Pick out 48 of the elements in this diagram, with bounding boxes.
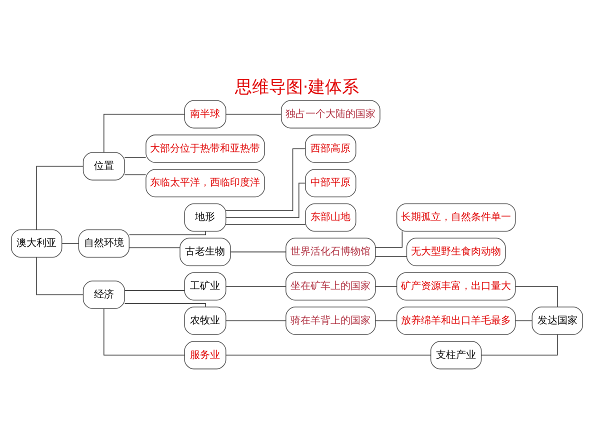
node-box: 西部高原 bbox=[305, 134, 356, 162]
connector bbox=[124, 156, 146, 158]
node-box: 位置 bbox=[82, 152, 125, 180]
node-box: 世界活化石博物馆 bbox=[286, 237, 376, 266]
connector bbox=[515, 285, 558, 307]
node-box: 支柱产业 bbox=[430, 340, 482, 369]
node-box: 工矿业 bbox=[184, 272, 226, 300]
connector bbox=[226, 354, 432, 356]
node-box: 服务业 bbox=[184, 340, 226, 369]
node-box: 经济 bbox=[82, 280, 125, 308]
node-box: 农牧业 bbox=[184, 306, 226, 334]
node-box: 南半球 bbox=[184, 100, 226, 128]
connector bbox=[375, 285, 397, 286]
connector bbox=[36, 165, 84, 230]
connector bbox=[480, 334, 558, 356]
connector bbox=[36, 256, 84, 295]
connector bbox=[226, 113, 282, 114]
connector bbox=[226, 285, 286, 286]
connector bbox=[230, 251, 286, 252]
node-box: 自然环境 bbox=[78, 228, 130, 258]
node-box: 澳大利亚 bbox=[11, 228, 62, 258]
connector bbox=[104, 308, 185, 356]
connector bbox=[515, 320, 532, 321]
connector bbox=[61, 242, 79, 244]
node-box: 古老生物 bbox=[180, 237, 231, 266]
connector bbox=[124, 174, 146, 175]
connector bbox=[128, 246, 180, 248]
node-box: 地形 bbox=[184, 202, 226, 232]
node-box: 矿产资源丰富，出口量大 bbox=[396, 272, 516, 300]
node-box: 骑在羊背上的国家 bbox=[286, 306, 376, 334]
node-box: 发达国家 bbox=[532, 306, 583, 334]
node-box: 独占一个大陆的国家 bbox=[280, 100, 380, 128]
connector bbox=[375, 320, 397, 321]
connector bbox=[128, 230, 206, 235]
connector bbox=[226, 320, 286, 321]
node-box: 中部平原 bbox=[305, 168, 356, 197]
connector bbox=[124, 302, 206, 307]
diagram-title: 思维导图·建体系 bbox=[234, 76, 360, 96]
node-box: 长期孤立，自然条件单一 bbox=[396, 202, 516, 232]
connector bbox=[104, 113, 185, 152]
node-box: 无大型野生食肉动物 bbox=[406, 237, 506, 266]
node-box: 东临太平洋，西临印度洋 bbox=[146, 168, 265, 197]
connector bbox=[375, 230, 403, 248]
node-box: 坐在矿车上的国家 bbox=[286, 272, 376, 300]
node-box: 放养绵羊和出口羊毛最多 bbox=[396, 306, 516, 334]
node-box: 大部分位于热带和亚热带 bbox=[146, 134, 265, 162]
node-box: 东部山地 bbox=[305, 202, 356, 232]
connector bbox=[226, 182, 306, 218]
